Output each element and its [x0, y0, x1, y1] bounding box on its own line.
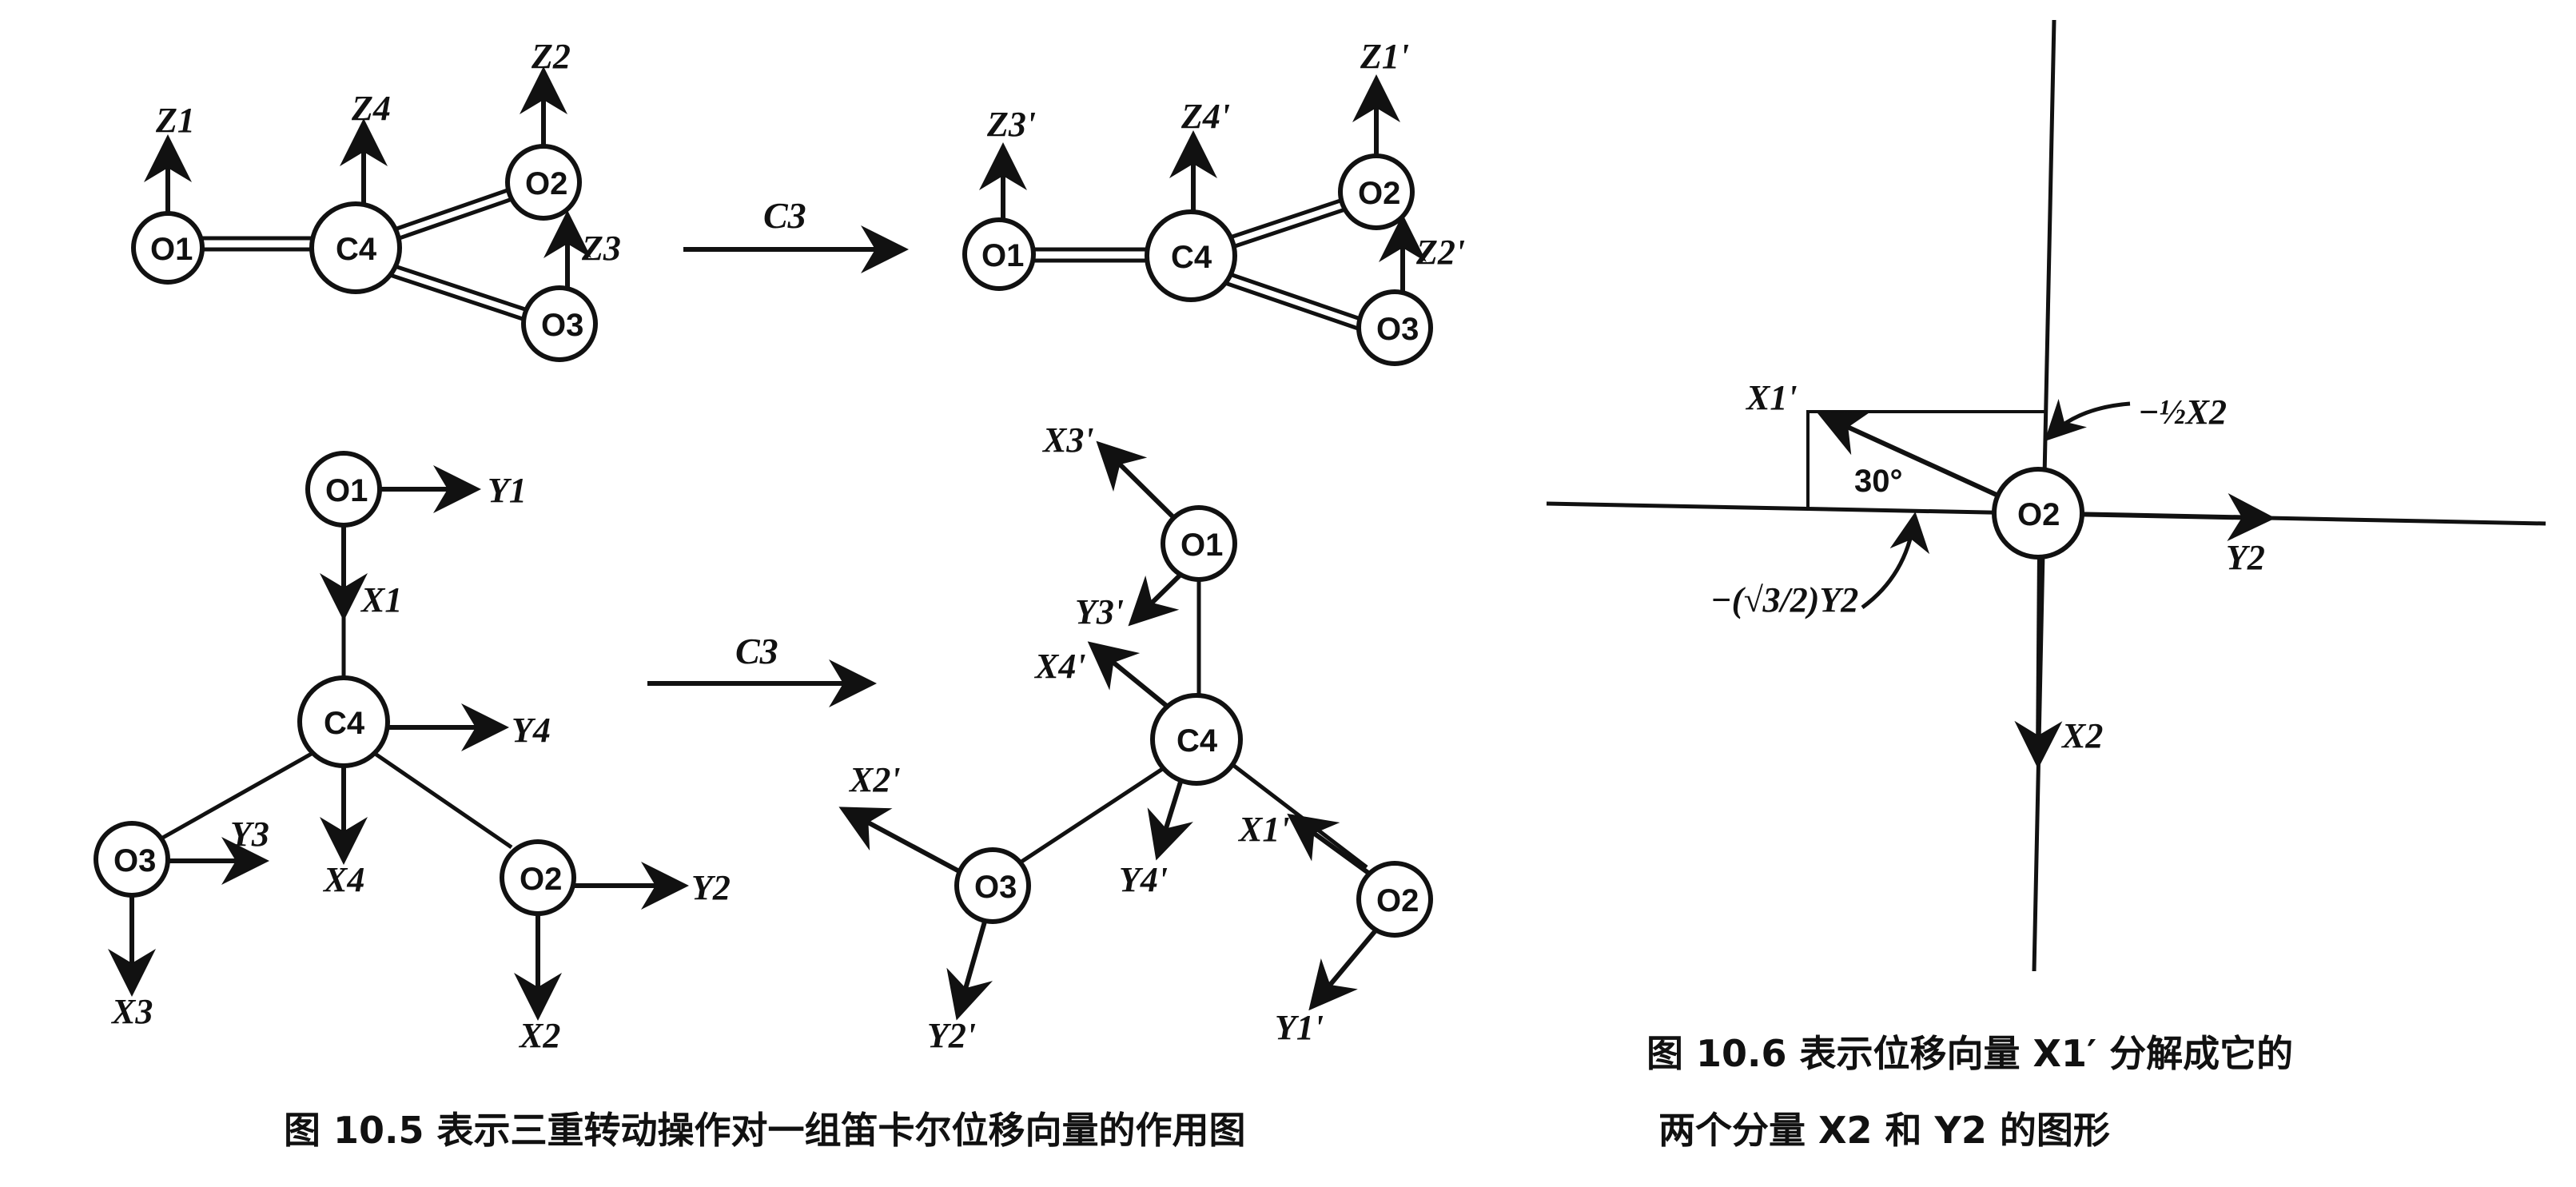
vector-label-x2: X2 — [2060, 716, 2103, 755]
component-label-y: −(√3/2)Y2 — [1710, 580, 1858, 619]
vector-label-z1-prime: Z1' — [1360, 37, 1409, 76]
vector-y4-prime — [1147, 779, 1193, 861]
vector-label-z4: Z4 — [351, 89, 391, 128]
pointer-arrow-y-component — [1861, 512, 1930, 610]
atom-label-o2: O2 — [2017, 497, 2060, 532]
vector-x2-prime — [838, 807, 961, 874]
fig105-top-right-labels: O1 C4 O2 O3 Z3' Z4' Z1' Z2' — [981, 37, 1465, 347]
vector-y3-prime — [1128, 572, 1184, 627]
bond-c4-o2-b — [1224, 207, 1346, 252]
vector-label-z2-prime: Z2' — [1415, 233, 1465, 272]
fig105-top-left-labels: O1 C4 O2 O3 Z1 Z4 Z2 Z3 — [150, 37, 621, 343]
atom-c4 — [1150, 693, 1243, 786]
vector-label-x1: X1 — [360, 580, 402, 619]
vector-label-x4-prime: X4' — [1033, 647, 1086, 686]
pointer-arrow-x-component — [2044, 399, 2131, 442]
fig105-bottom-right-labels: O1 C4 O2 O3 X3' Y3' X4' Y4' X2' Y2' X1' … — [848, 420, 1419, 1055]
atom-o3 — [521, 285, 598, 362]
atom-c4 — [309, 201, 402, 294]
atom-label-c4: C4 — [336, 232, 377, 267]
vector-label-x1-prime: X1' — [1237, 810, 1290, 849]
vector-label-y3: Y3 — [230, 815, 269, 854]
atom-label-o3: O3 — [541, 308, 583, 343]
vector-label-y4: Y4 — [512, 711, 551, 750]
fig105-bottom-left-labels: O1 C4 O2 O3 Y1 X1 Y4 X4 Y3 X3 Y2 X2 — [110, 471, 731, 1055]
atom-o2 — [1992, 467, 2084, 560]
vector-label-z3: Z3 — [581, 229, 621, 268]
figure-10-5-caption: 图 10.5 表示三重转动操作对一组笛卡尔位移向量的作用图 — [284, 1109, 1246, 1152]
atom-label-o2: O2 — [525, 166, 567, 201]
bond-c4-o3 — [1017, 761, 1173, 866]
atom-label-c4: C4 — [1177, 723, 1218, 759]
vector-y2 — [2065, 493, 2275, 542]
vector-label-x4: X4 — [322, 860, 364, 899]
vector-label-x3: X3 — [110, 992, 153, 1031]
vector-label-z1: Z1 — [155, 101, 195, 140]
atom-label-o3: O3 — [1376, 312, 1419, 347]
vector-label-y2: Y2 — [691, 868, 731, 907]
bond-c4-o3 — [158, 749, 317, 842]
fig106-diagram — [1546, 19, 2546, 972]
atom-o1 — [1161, 505, 1237, 582]
atom-label-o3: O3 — [974, 870, 1017, 905]
operator-label-top: C3 — [763, 195, 806, 236]
atom-label-c4: C4 — [1171, 240, 1212, 275]
vector-y1-prime — [1308, 928, 1379, 1011]
atom-label-o2: O2 — [1376, 883, 1419, 918]
bond-c4-o2 — [1222, 197, 1344, 242]
atom-o3 — [1356, 289, 1433, 366]
bond-c4-o3 — [1222, 269, 1364, 322]
bond-c4-o3 — [387, 261, 528, 313]
vector-label-z3-prime: Z3' — [986, 105, 1036, 144]
atom-label-c4: C4 — [324, 706, 365, 741]
bond-c4-o2 — [387, 188, 508, 234]
atom-o1 — [962, 217, 1036, 291]
atom-label-o1: O1 — [150, 232, 193, 267]
vector-label-y4-prime: Y4' — [1119, 860, 1168, 899]
atom-label-o2: O2 — [520, 862, 562, 897]
vector-x4-prime — [1087, 641, 1170, 710]
vector-label-x2-prime: X2' — [848, 760, 901, 799]
vector-label-y1: Y1 — [488, 471, 527, 510]
vector-label-x3-prime: X3' — [1041, 420, 1094, 460]
vector-label-x1-prime: X1' — [1745, 378, 1798, 417]
atom-o3 — [954, 847, 1031, 924]
atom-label-o2: O2 — [1358, 176, 1400, 211]
atom-label-o3: O3 — [113, 843, 156, 878]
atom-label-o1: O1 — [981, 238, 1024, 273]
atom-label-o1: O1 — [325, 473, 368, 508]
component-label-x: −½X2 — [2138, 392, 2227, 432]
vector-label-x2: X2 — [518, 1016, 560, 1055]
fig105-top-left — [131, 66, 598, 362]
bond-c4-o3-b — [384, 271, 526, 322]
vector-x2 — [2014, 551, 2063, 769]
bond-c4-o2 — [370, 749, 513, 850]
fig105-bottom-left — [94, 451, 689, 1021]
vector-label-y1-prime: Y1' — [1275, 1008, 1324, 1047]
fig105-top-right — [962, 74, 1433, 366]
atom-o1 — [131, 211, 205, 285]
angle-label: 30° — [1854, 464, 1903, 499]
vector-label-y3-prime: Y3' — [1075, 592, 1124, 631]
figure-10-6-caption-line1: 图 10.6 表示位移向量 X1′ 分解成它的 — [1646, 1032, 2294, 1075]
vector-label-z2: Z2 — [531, 37, 571, 76]
vector-label-y2: Y2 — [2226, 538, 2265, 577]
vector-x1-prime — [1818, 411, 2000, 498]
atom-o2 — [1356, 861, 1433, 938]
fig106-labels: O2 30° X1' Y2 X2 −½X2 −(√3/2)Y2 — [1710, 378, 2265, 755]
bond-c4-o2-b — [389, 197, 511, 244]
vector-y2-prime — [946, 921, 993, 1021]
operator-label-bottom: C3 — [735, 631, 778, 671]
vector-x1-prime — [1287, 813, 1370, 875]
vector-x3-prime — [1096, 440, 1176, 520]
vector-label-z4-prime: Z4' — [1181, 97, 1230, 136]
figure-10-6-caption-line2: 两个分量 X2 和 Y2 的图形 — [1658, 1109, 2110, 1152]
vector-label-y2-prime: Y2' — [927, 1016, 976, 1055]
bond-c4-o3-b — [1220, 279, 1361, 332]
fig105-bottom-right — [838, 440, 1433, 1021]
atom-label-o1: O1 — [1181, 528, 1223, 563]
